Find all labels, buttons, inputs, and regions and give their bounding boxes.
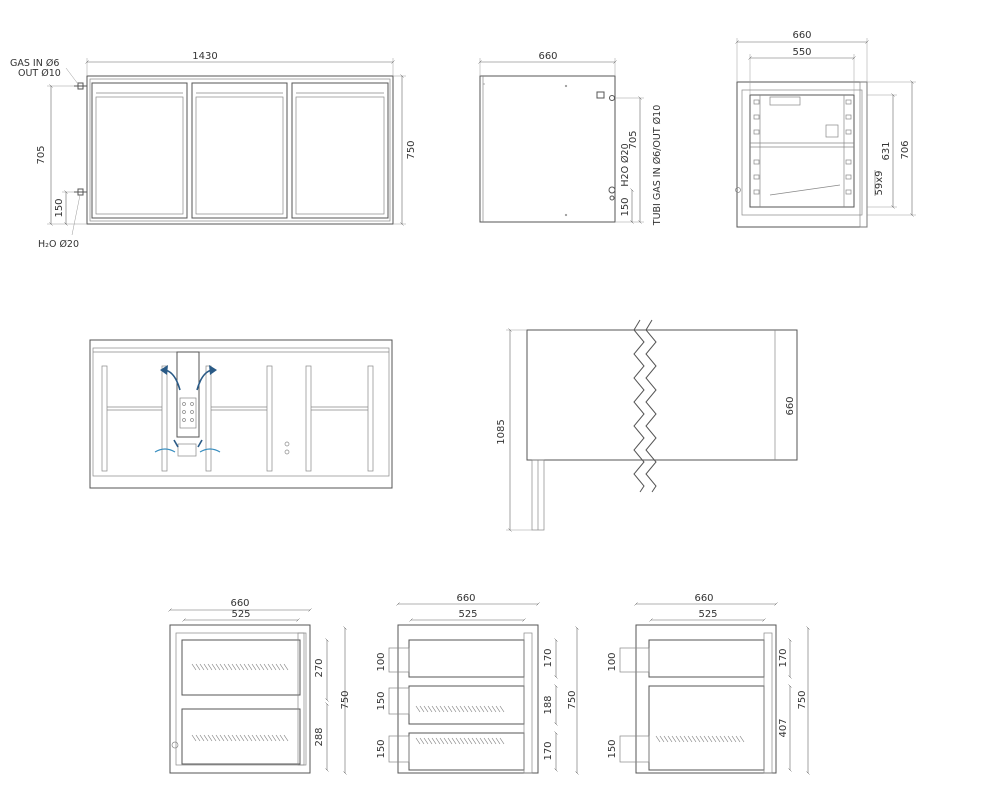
front-width-dim: 1430 — [192, 51, 217, 62]
d2-d3-dim: 150 — [376, 739, 387, 758]
d1-total-dim: 750 — [340, 690, 351, 709]
end-inner-height-dim: 631 — [881, 141, 892, 160]
detail-three-drawers: 660 525 170 188 170 750 100 150 150 — [376, 593, 578, 773]
d3-d2-dim: 150 — [607, 739, 618, 758]
d3-d1-dim: 100 — [607, 652, 618, 671]
side-view: 660 705 150 H2O Ø20 TUBI GAS IN Ø6/OUT Ø… — [480, 51, 663, 226]
d2-total-dim: 750 — [567, 690, 578, 709]
side-h2o-height-dim: 150 — [620, 197, 631, 216]
d3-outer-dim: 660 — [694, 593, 713, 604]
detail-drawer-door: 660 525 170 407 750 100 150 — [607, 593, 808, 773]
front-height-dim: 750 — [406, 140, 417, 159]
d1-h-bottom-dim: 288 — [314, 727, 325, 746]
h2o-label-front: H₂O Ø20 — [38, 239, 79, 250]
end-slot-dim: 59x9 — [874, 170, 885, 195]
front-h2o-height-dim: 150 — [54, 198, 65, 217]
side-width-dim: 660 — [538, 51, 557, 62]
d3-h1-dim: 170 — [778, 648, 789, 667]
top-length-dim: 1085 — [496, 419, 507, 444]
gas-out-label: OUT Ø10 — [18, 68, 61, 79]
d3-h2-dim: 407 — [778, 718, 789, 737]
front-gas-height-dim: 705 — [36, 145, 47, 164]
d2-outer-dim: 660 — [456, 593, 475, 604]
side-gas-label: TUBI GAS IN Ø6/OUT Ø10 — [652, 105, 663, 226]
d2-h1-dim: 170 — [543, 648, 554, 667]
d3-inner-dim: 525 — [698, 609, 717, 620]
d2-d1-dim: 100 — [376, 652, 387, 671]
d2-inner-dim: 525 — [458, 609, 477, 620]
end-outer-height-dim: 706 — [900, 140, 911, 159]
d1-inner-dim: 525 — [231, 609, 250, 620]
gas-in-label: GAS IN Ø6 — [10, 58, 59, 69]
rear-interior-view — [89, 339, 393, 489]
end-outer-width-dim: 660 — [792, 30, 811, 41]
d1-h-top-dim: 270 — [314, 658, 325, 677]
d1-outer-dim: 660 — [230, 598, 249, 609]
side-h2o-label: H2O Ø20 — [620, 143, 631, 186]
top-view: 1085 660 — [496, 319, 798, 530]
end-section-view: 660 550 631 706 59x9 — [735, 30, 916, 228]
end-inner-width-dim: 550 — [792, 47, 811, 58]
d2-d2-dim: 150 — [376, 691, 387, 710]
d2-h2-dim: 188 — [543, 695, 554, 714]
detail-two-doors: 660 525 270 288 750 — [170, 598, 351, 773]
front-view: 1430 750 705 150 GAS IN Ø6 OUT Ø10 H₂O Ø… — [10, 51, 417, 250]
d3-total-dim: 750 — [797, 690, 808, 709]
d2-h3-dim: 170 — [543, 741, 554, 760]
top-depth-dim: 660 — [785, 396, 796, 415]
side-gas-height-dim: 705 — [628, 130, 639, 149]
